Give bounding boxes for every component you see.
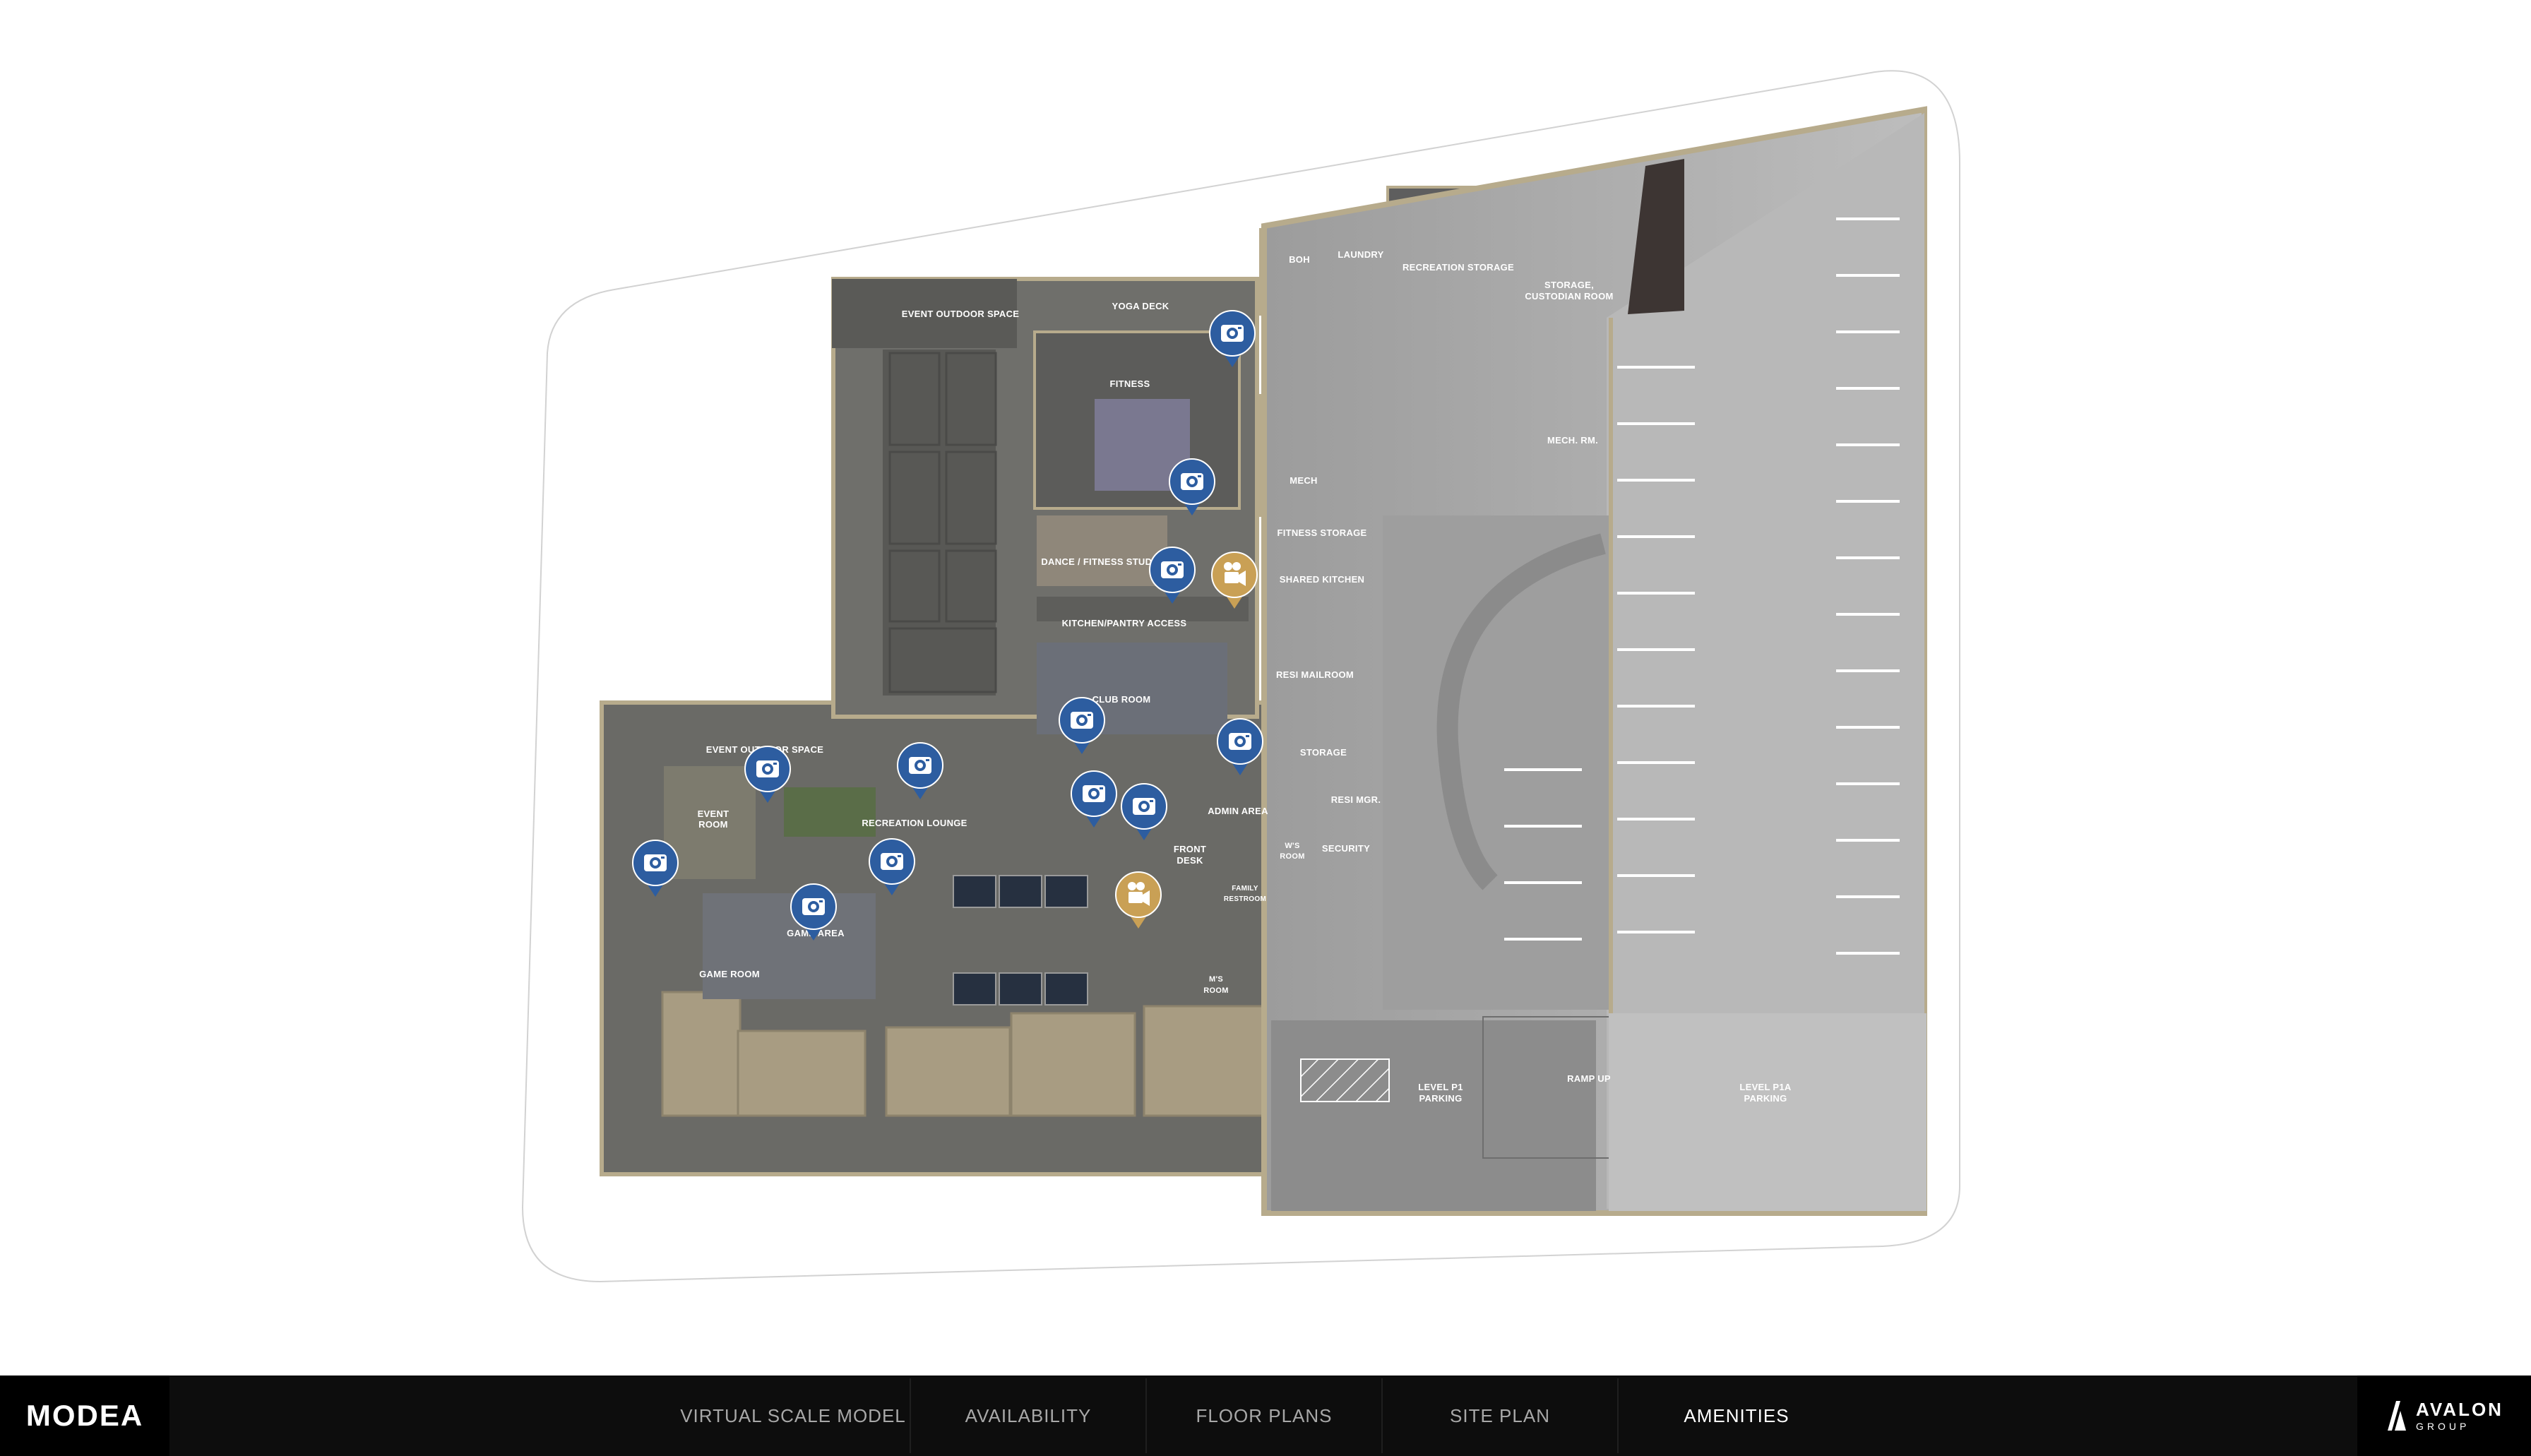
label-storage-custodian: STORAGE, [1544, 280, 1594, 290]
nav-amenities[interactable]: AMENITIES [1684, 1404, 1789, 1426]
camera-icon [1071, 712, 1093, 729]
label-yoga-deck: YOGA DECK [1112, 301, 1169, 311]
bottom-nav-bar: MODEA VIRTUAL SCALE MODEL AVAILABILITY F… [0, 1376, 2531, 1456]
label-dance-fitness: DANCE / FITNESS STUDIO [1041, 556, 1162, 567]
label-storage: STORAGE [1300, 747, 1347, 758]
avalon-group-logo[interactable]: AVALON GROUP [2357, 1376, 2531, 1456]
label-ws-room: W'S [1285, 842, 1299, 850]
label-event-outdoor-top: EVENT OUTDOOR SPACE [902, 309, 1020, 319]
camera-icon [644, 854, 667, 871]
lounge-floor [784, 787, 876, 837]
label-ms-room: M'S [1209, 975, 1223, 984]
nav-virtual-scale-model[interactable]: VIRTUAL SCALE MODEL [680, 1404, 906, 1426]
game-room-floor [703, 893, 876, 999]
storage-units-south [661, 991, 1266, 1117]
camera-icon [909, 757, 931, 774]
label-mech: MECH [1290, 475, 1317, 486]
avalon-logo-subtext: GROUP [2416, 1421, 2470, 1432]
label-front-desk-2: DESK [1177, 855, 1203, 866]
photo-marker[interactable] [869, 838, 915, 895]
camera-icon [1229, 733, 1251, 750]
label-level-p1a-2: PARKING [1744, 1093, 1787, 1104]
label-event-room: EVENT [698, 808, 729, 819]
label-event-room-2: ROOM [698, 819, 728, 830]
label-family-restroom: FAMILY [1232, 885, 1258, 893]
label-mech-rm: MECH. RM. [1547, 435, 1598, 446]
event-room-floor [664, 766, 756, 879]
avalon-mark-icon [2388, 1401, 2407, 1431]
camera-icon [756, 760, 779, 777]
photo-marker[interactable] [1121, 783, 1167, 840]
nav-separator [1381, 1378, 1383, 1453]
label-level-p1: LEVEL P1 [1418, 1082, 1463, 1092]
camera-icon [1221, 325, 1244, 342]
label-ms-room-2: ROOM [1203, 986, 1228, 995]
nav-separator [1145, 1378, 1147, 1453]
outdoor-pergolas [888, 352, 997, 693]
label-recreation-storage: RECREATION STORAGE [1403, 262, 1514, 273]
camera-icon [1133, 798, 1155, 815]
label-level-p1a: LEVEL P1A [1739, 1082, 1792, 1092]
amenity-markers [632, 310, 1263, 941]
label-ws-room-2: ROOM [1280, 852, 1304, 861]
amenities-stage: BOH LAUNDRY RECREATION STORAGE STORAGE, … [521, 70, 1960, 1283]
camera-icon [1181, 473, 1203, 490]
label-admin-area: ADMIN AREA [1208, 806, 1268, 816]
photo-marker[interactable] [744, 746, 791, 803]
label-fitness: FITNESS [1110, 378, 1150, 389]
photo-marker[interactable] [897, 742, 943, 799]
photo-marker[interactable] [1169, 458, 1215, 515]
photo-marker[interactable] [1217, 718, 1263, 775]
label-front-desk: FRONT [1174, 844, 1206, 854]
label-family-restroom-2: RESTROOM [1224, 895, 1266, 903]
nav-separator [1617, 1378, 1619, 1453]
label-recreation-lounge: RECREATION LOUNGE [862, 818, 967, 828]
label-club-room: CLUB ROOM [1092, 694, 1151, 705]
window-units [953, 875, 1088, 1006]
label-resi-mailroom: RESI MAILROOM [1276, 669, 1354, 680]
parking-garage [1261, 106, 1927, 1216]
photo-marker[interactable] [790, 883, 837, 941]
nav-floor-plans[interactable]: FLOOR PLANS [1196, 1404, 1333, 1426]
nav-availability[interactable]: AVAILABILITY [965, 1404, 1092, 1426]
camera-icon [1161, 561, 1184, 578]
label-resi-mgr: RESI MGR. [1331, 794, 1381, 805]
photo-marker[interactable] [1209, 310, 1256, 367]
parking-stripes [1504, 217, 1900, 955]
label-boh: BOH [1289, 254, 1310, 265]
nav-site-plan[interactable]: SITE PLAN [1450, 1404, 1550, 1426]
avalon-logo-text: AVALON [2416, 1399, 2503, 1420]
label-game-room: GAME ROOM [699, 969, 760, 979]
modea-logo-text: MODEA [25, 1399, 144, 1432]
label-storage-custodian-2: CUSTODIAN ROOM [1525, 291, 1613, 302]
video-tour-marker[interactable] [1211, 551, 1258, 609]
nav-separator [910, 1378, 911, 1453]
camera-icon [881, 853, 903, 870]
photo-marker[interactable] [1059, 697, 1105, 754]
amenities-floor-plan: BOH LAUNDRY RECREATION STORAGE STORAGE, … [521, 70, 1960, 1283]
label-level-p1-2: PARKING [1419, 1093, 1462, 1104]
modea-logo[interactable]: MODEA [0, 1376, 169, 1456]
photo-marker[interactable] [1071, 770, 1117, 828]
label-security: SECURITY [1322, 843, 1370, 854]
room-labels: BOH LAUNDRY RECREATION STORAGE STORAGE, … [698, 249, 1792, 1104]
label-kitchen-pantry: KITCHEN/PANTRY ACCESS [1062, 618, 1187, 628]
camera-icon [802, 898, 825, 915]
video-camera-icon [1128, 882, 1150, 906]
label-fitness-storage: FITNESS STORAGE [1277, 527, 1366, 538]
photo-marker[interactable] [632, 840, 679, 897]
label-ramp-up: RAMP UP [1567, 1073, 1611, 1084]
video-camera-icon [1224, 562, 1246, 586]
camera-icon [1083, 785, 1105, 802]
label-laundry: LAUNDRY [1338, 249, 1383, 260]
label-shared-kitchen: SHARED KITCHEN [1280, 574, 1364, 585]
photo-marker[interactable] [1149, 547, 1196, 604]
video-tour-marker[interactable] [1115, 871, 1162, 929]
